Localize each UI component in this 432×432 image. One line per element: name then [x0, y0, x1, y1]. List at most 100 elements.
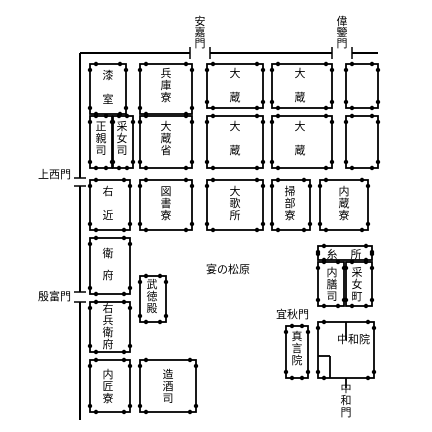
block-urushi-dot-6 [87, 105, 93, 111]
block-uneme-dot-5 [110, 119, 116, 125]
block-okura-6 [271, 115, 333, 169]
office-okura-1-char-1: 大 [230, 66, 241, 80]
block-butoku-dot-6 [137, 313, 143, 319]
block-okura-6-dot-4 [323, 165, 329, 171]
block-okura-7 [345, 115, 379, 169]
office-naizen-char-2: 膳 [327, 277, 338, 291]
block-okura-2-dot-3 [275, 105, 281, 111]
gate-ikan-char-3: 門 [337, 37, 348, 50]
block-uneme-dot-7 [130, 119, 136, 125]
block-uneme-dot-3 [116, 165, 122, 171]
block-butoku-dot-3 [143, 319, 149, 325]
block-kura [319, 179, 369, 231]
block-urushi-dot-5 [87, 67, 93, 73]
block-takumi-dot-5 [87, 363, 93, 369]
office-seishin-char-2: 親 [96, 132, 107, 145]
block-okura-5-dot-8 [260, 159, 266, 165]
office-butoku: 武 徳 殿 [147, 278, 158, 315]
gate-josai-label: 上西門 [38, 168, 71, 181]
office-uhyoe-char-2: 兵 [103, 314, 114, 327]
block-zusho-dot-3 [143, 227, 149, 233]
block-naizen-dot-3 [321, 303, 327, 309]
block-okurasho-dot-2 [183, 113, 189, 119]
block-seishin-dot-2 [103, 113, 109, 119]
office-ukon-fu-char-2: 府 [103, 268, 114, 282]
block-kura-dot-8 [365, 221, 371, 227]
block-urushi-dot-2 [117, 61, 123, 67]
office-blocks [89, 63, 379, 413]
block-okura-6-dot-7 [329, 119, 335, 125]
block-okura-1-dot-7 [260, 67, 266, 73]
block-itodokoro-dot-2 [363, 243, 369, 249]
block-unememachi-dot-4 [363, 303, 369, 309]
block-itodokoro-dot-1 [321, 243, 327, 249]
office-hyogo: 兵 庫 寮 [161, 67, 172, 104]
office-takumi-char-3: 寮 [103, 391, 114, 405]
block-okura-7-dot-6 [343, 159, 349, 165]
office-okura-1-char-2: 蔵 [230, 91, 241, 104]
block-takumi-dot-8 [127, 403, 133, 409]
office-uneme-char-2: 女 [117, 131, 128, 145]
office-kamon-char-3: 寮 [285, 208, 296, 222]
office-naizen-char-1: 内 [327, 265, 338, 279]
office-zusho: 図 書 寮 [161, 185, 172, 222]
office-ukon-char-2: 近 [103, 209, 114, 222]
office-kamon: 掃 部 寮 [285, 184, 296, 222]
block-takumi-dot-4 [121, 409, 127, 415]
block-okura-3-dot-5 [343, 67, 349, 73]
block-chuwain-dot-2 [365, 319, 371, 325]
office-zoshu-char-2: 酒 [163, 380, 174, 393]
office-uhyoe: 右 兵 衛 府 [103, 301, 114, 351]
office-takumi: 内 匠 寮 [103, 367, 114, 405]
office-seishin: 正 親 司 [96, 120, 107, 157]
block-uhyoe [89, 301, 131, 353]
block-naizen-dot-4 [335, 303, 341, 309]
office-utadokoro-char-2: 歌 [230, 196, 241, 210]
block-utadokoro-dot-2 [254, 177, 260, 183]
office-uhyoe-char-3: 衛 [103, 326, 114, 339]
office-urushi-char-2: 室 [103, 92, 114, 106]
block-zusho-dot-1 [143, 177, 149, 183]
block-okura-5 [206, 115, 264, 169]
block-okura-3-dot-7 [375, 67, 381, 73]
block-kamon-dot-4 [301, 227, 307, 233]
block-okura-2 [271, 63, 333, 109]
office-kura-char-1: 内 [339, 184, 350, 198]
block-utadokoro-dot-4 [254, 227, 260, 233]
office-shingon-char-3: 院 [292, 353, 303, 367]
office-zoshu: 造 酒 司 [163, 367, 174, 405]
block-okura-3-dot-8 [375, 99, 381, 105]
block-unememachi-dot-2 [363, 259, 369, 265]
block-kura-dot-3 [323, 227, 329, 233]
block-itodokoro-dot-8 [369, 251, 375, 257]
office-itodokoro-char-1: 糸 [327, 248, 338, 261]
gate-anka-char-1: 安 [195, 14, 206, 28]
block-unememachi-dot-1 [349, 259, 355, 265]
block-butoku [139, 275, 167, 323]
block-okura-6-dot-2 [323, 113, 329, 119]
office-unememachi-char-2: 女 [352, 277, 363, 291]
office-itodokoro-char-2: 所 [351, 248, 362, 261]
block-seishin-dot-6 [87, 159, 93, 165]
block-zoshu-dot-5 [137, 363, 143, 369]
block-kura-dot-6 [317, 221, 323, 227]
gate-anka: 安 嘉 門 [195, 14, 206, 50]
block-shingon-dot-6 [283, 369, 289, 375]
block-ukon-dot-4 [121, 227, 127, 233]
gate-chuwa-char-3: 門 [341, 406, 352, 419]
block-okura-2-dot-4 [323, 105, 329, 111]
block-okura-2-dot-8 [329, 99, 335, 105]
block-utadokoro-dot-8 [260, 221, 266, 227]
block-okurasho-dot-5 [137, 119, 143, 125]
block-uhyoe-dot-2 [121, 299, 127, 305]
block-utadokoro-dot-5 [204, 183, 210, 189]
block-zusho-dot-2 [183, 177, 189, 183]
block-okura-5-dot-4 [254, 165, 260, 171]
block-unememachi-dot-5 [343, 265, 349, 271]
block-okurasho-dot-6 [137, 159, 143, 165]
block-uneme-dot-8 [130, 159, 136, 165]
block-chuwain-dot-5 [315, 325, 321, 331]
block-seishin-dot-5 [87, 119, 93, 125]
block-unememachi-dot-6 [343, 297, 349, 303]
block-unememachi-dot-3 [349, 303, 355, 309]
